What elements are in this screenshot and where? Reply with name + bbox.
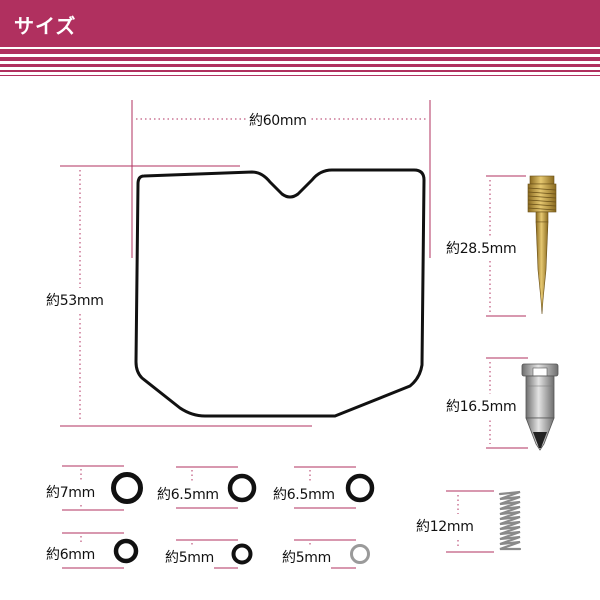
float-valve-needle <box>521 363 559 451</box>
oring-label: 約5mm <box>165 545 214 569</box>
needle-dimension-lines <box>486 175 526 317</box>
oring-label: 約7mm <box>46 480 95 504</box>
gasket-dimension-lines <box>60 100 431 427</box>
page-title: サイズ <box>14 14 77 38</box>
oring-label: 約6mm <box>46 542 95 566</box>
oring-label: 約6.5mm <box>273 482 335 506</box>
spring-length-label: 約12mm <box>416 514 474 538</box>
gasket-width-label: 約60mm <box>246 110 310 130</box>
oring-label: 約6.5mm <box>157 482 219 506</box>
oring-label: 約5mm <box>282 545 331 569</box>
float-valve-length-label: 約16.5mm <box>446 394 517 418</box>
spring <box>498 490 522 551</box>
pilot-screw-needle <box>527 175 557 315</box>
oring-6-5mm-b <box>345 473 375 503</box>
header-bar: サイズ <box>0 0 600 47</box>
spring-dimension-lines <box>446 490 494 553</box>
float-bowl-gasket <box>134 168 426 418</box>
oring-5mm-a <box>231 543 253 565</box>
oring-7mm <box>111 472 143 504</box>
oring-5mm-b <box>350 544 370 564</box>
oring-6mm <box>113 538 139 564</box>
gasket-height-label: 約53mm <box>46 288 104 312</box>
needle-length-label: 約28.5mm <box>446 236 517 260</box>
oring-6-5mm-a <box>227 473 257 503</box>
header-stripes <box>0 47 600 81</box>
